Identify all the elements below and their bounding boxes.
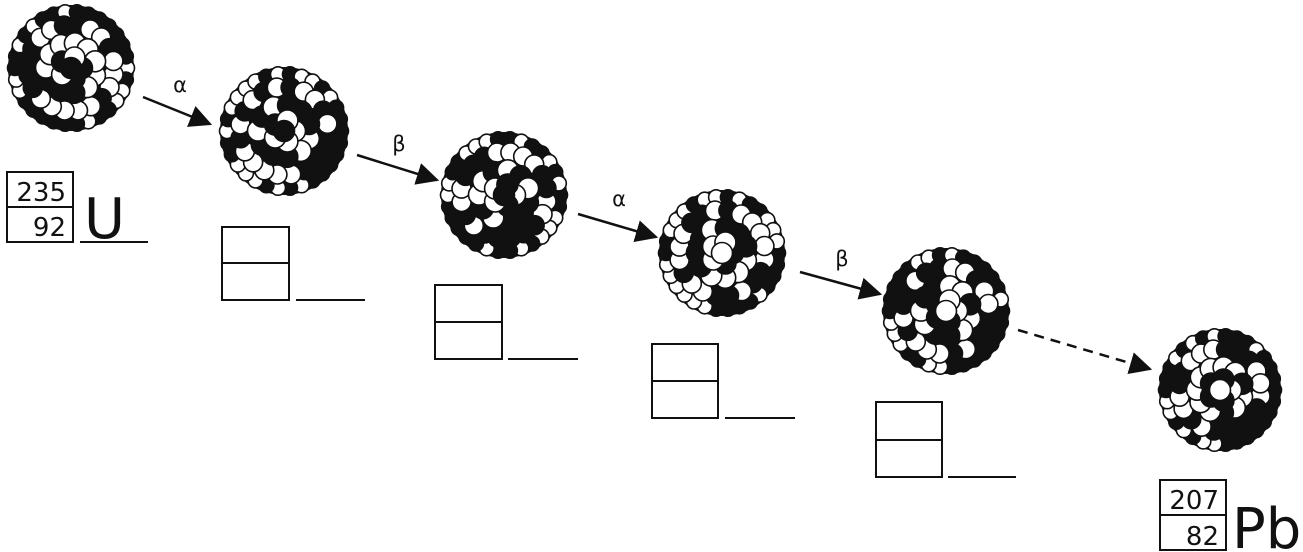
start-mass-number: 235 (16, 178, 66, 208)
decay-label-3: α (612, 187, 626, 211)
nucleon (492, 183, 516, 207)
decay-arrow-3 (577, 212, 659, 243)
decay-arrow-1 (142, 95, 213, 127)
nucleus-step-2 (439, 131, 569, 259)
nucleon (934, 299, 958, 323)
nucleon (317, 113, 338, 135)
start-isotope-label: 235 92 U (6, 171, 148, 252)
nucleon (978, 293, 999, 315)
nucleus-step-3 (657, 189, 787, 318)
decay-arrow-2 (356, 153, 440, 185)
end-atomic-number: 82 (1186, 522, 1219, 552)
nucleus-lead-207 (1157, 327, 1283, 453)
end-mass-number: 207 (1169, 486, 1219, 516)
decay-arrow-dashed (1017, 328, 1153, 375)
decay-label-1: α (173, 73, 187, 97)
nucleon (536, 177, 557, 199)
end-element-symbol: Pb (1232, 497, 1301, 552)
decay-arrow-4 (799, 270, 883, 300)
blank-isotope-box-1 (221, 226, 365, 301)
nucleon (59, 56, 83, 80)
nucleus-uranium-235 (6, 4, 136, 132)
blank-isotope-box-3 (651, 343, 795, 419)
nucleus-step-4 (881, 247, 1011, 376)
end-isotope-label: 207 82 Pb (1159, 479, 1301, 552)
nucleon (103, 50, 124, 72)
nucleon (1250, 372, 1271, 394)
blank-isotope-box-4 (875, 401, 1016, 478)
decay-label-2: β (392, 132, 405, 156)
nucleon (272, 119, 296, 143)
start-atomic-number: 92 (33, 213, 66, 243)
blank-isotope-box-2 (434, 284, 578, 360)
nucleon (710, 241, 734, 265)
decay-label-4: β (835, 247, 848, 271)
nucleon (1208, 378, 1232, 402)
nucleon (754, 235, 775, 257)
nucleus-step-1 (218, 66, 350, 196)
